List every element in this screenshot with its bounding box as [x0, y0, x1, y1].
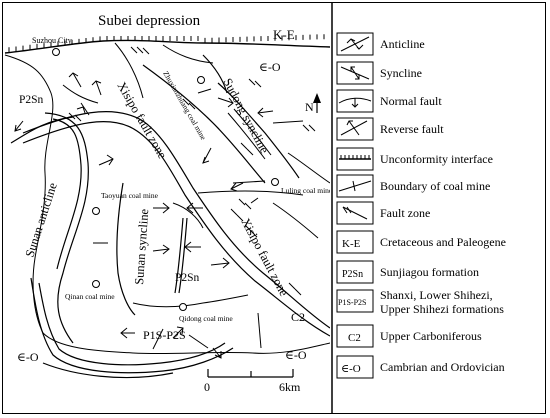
fault-zone-tick: [302, 124, 310, 132]
eo-box: [336, 355, 374, 379]
fault-zone-tick: [230, 208, 238, 216]
qidong-marker: [179, 303, 187, 311]
p1s-p2s-box-label: P1S-P2S: [338, 298, 366, 307]
fault-zone-tick: [238, 198, 246, 206]
legend-reverse-fault: Reverse fault: [380, 122, 444, 136]
fault-zone-tick: [254, 80, 262, 88]
unit-eo-se: ∈-O: [285, 348, 307, 362]
unit-p2sn-west: P2Sn: [19, 94, 44, 106]
coal-mine-boundary: [4, 54, 330, 355]
unit-c2: C2: [291, 310, 305, 324]
unconformity-symbol: [336, 147, 374, 171]
fault-zone-tick: [130, 46, 138, 54]
fault-zone-tick: [236, 214, 244, 222]
scale-end: 6km: [279, 380, 301, 394]
legend-normal-fault: Normal fault: [380, 94, 442, 108]
ke-box-label: K-E: [342, 238, 361, 250]
syncline-hatched-band: [227, 108, 272, 160]
legend-ke: Cretaceous and Paleogene: [380, 235, 506, 249]
sunan-syncline-label: Sunan syncline: [132, 208, 151, 285]
legend-anticline: Anticline: [380, 37, 425, 51]
legend-p2sn: Sunjiagou formation: [380, 265, 479, 279]
qidong-label: Qidong coal mine: [179, 314, 233, 323]
fault-zone-tick: [244, 224, 252, 232]
qinan-label: Qinan coal mine: [65, 292, 115, 301]
luling-label: Luling coal mine: [281, 186, 330, 195]
taoyuan-marker: [92, 207, 100, 215]
sunan-anticline-fold: [10, 112, 234, 379]
fold-arrows: [14, 72, 274, 359]
anticline-symbol: [336, 32, 374, 56]
p2sn-box-label: P2Sn: [342, 269, 363, 280]
fault-zone-tick: [244, 202, 252, 210]
qinan-marker: [92, 280, 100, 288]
c2-box: [336, 324, 374, 348]
north-arrow: N: [305, 93, 321, 114]
zhuxianzhuang-marker: [197, 76, 205, 84]
fault-zone-tick: [142, 47, 150, 55]
reverse-fault-symbol: [336, 117, 374, 141]
ke-corner-label: K-E: [273, 27, 295, 42]
fault-zone-tick: [250, 230, 258, 238]
legend-c2: Upper Carboniferous: [380, 329, 482, 343]
geologic-map: N 0 6km Subei depression K-E Suzhou City…: [4, 13, 330, 394]
p1s-p2s-box: [336, 289, 374, 313]
fault-zone-ticks: [68, 46, 316, 296]
fault-zone-tick: [182, 98, 190, 106]
fault-zone-tick: [246, 148, 254, 156]
legend-mine-boundary: Boundary of coal mine: [380, 179, 490, 193]
unit-p1s-p2s: P1S-P2S: [143, 328, 186, 342]
fault-zone-tick: [212, 122, 220, 130]
c2-box-label: C2: [348, 332, 361, 344]
scale-start: 0: [204, 380, 210, 394]
legend-formation-boxes: [336, 230, 374, 379]
fault-zone-tick: [74, 114, 82, 122]
fault-zone-tick: [206, 116, 214, 124]
legend-symbols: [336, 32, 374, 225]
mine-boundary-symbol: [336, 174, 374, 198]
sunan-syncline-axis: [116, 182, 188, 316]
sudong-syncline-label: Sudong syncline: [220, 76, 272, 156]
fault-zone-tick: [136, 46, 144, 54]
fault-zone-tick: [68, 112, 76, 120]
eo-box-label: ∈-O: [341, 363, 361, 375]
scale-bar: [207, 369, 294, 378]
legend-p1s-p2s-line2: Upper Shihezi formations: [380, 302, 504, 316]
legend-labels: Anticline Syncline Normal fault Reverse …: [380, 37, 506, 374]
fault-zone-tick: [288, 282, 296, 290]
syncline-symbol: [336, 61, 374, 85]
luling-marker: [271, 178, 279, 186]
legend-unconformity: Unconformity interface: [380, 152, 493, 166]
fault-zone-tick: [188, 102, 196, 110]
fault-zone-tick: [240, 142, 248, 150]
sunan-anticline-label: Sunan anticline: [23, 181, 60, 259]
normal-faults: [62, 42, 330, 350]
mine-markers: [52, 48, 279, 311]
subei-depression-label: Subei depression: [98, 13, 201, 29]
fault-zone-tick: [308, 124, 316, 132]
unit-p2sn-center: P2Sn: [175, 272, 200, 284]
unit-eo-ne: ∈-O: [259, 60, 281, 74]
xisipo-fault-zone: [22, 111, 330, 337]
unconformity-boundary: [4, 34, 330, 54]
suzhou-label: Suzhou City: [32, 36, 72, 45]
normal-fault-symbol: [336, 89, 374, 113]
legend-eo: Cambrian and Ordovician: [380, 360, 505, 374]
legend: K-E P2Sn P1S-P2S C2 ∈-O Anticline Syncli…: [336, 32, 506, 379]
map-legend-divider: [331, 3, 333, 413]
legend-fault-zone: Fault zone: [380, 206, 430, 220]
fault-zone-tick: [294, 288, 302, 296]
legend-p1s-p2s-line1: Shanxi, Lower Shihezi,: [380, 288, 493, 302]
xisipo-north-label: Xisipo fault zone: [114, 80, 169, 162]
suzhou-marker: [52, 48, 60, 56]
unit-eo-sw: ∈-O: [17, 350, 39, 364]
fault-zone-tick: [248, 78, 256, 86]
p2sn-box: [336, 260, 374, 284]
fault-zone-symbol: [336, 201, 374, 225]
ke-box: [336, 230, 374, 254]
legend-syncline: Syncline: [380, 66, 422, 80]
north-label: N: [305, 100, 314, 114]
figure-frame: [2, 2, 546, 414]
taoyuan-label: Taoyuan coal mine: [101, 191, 159, 200]
